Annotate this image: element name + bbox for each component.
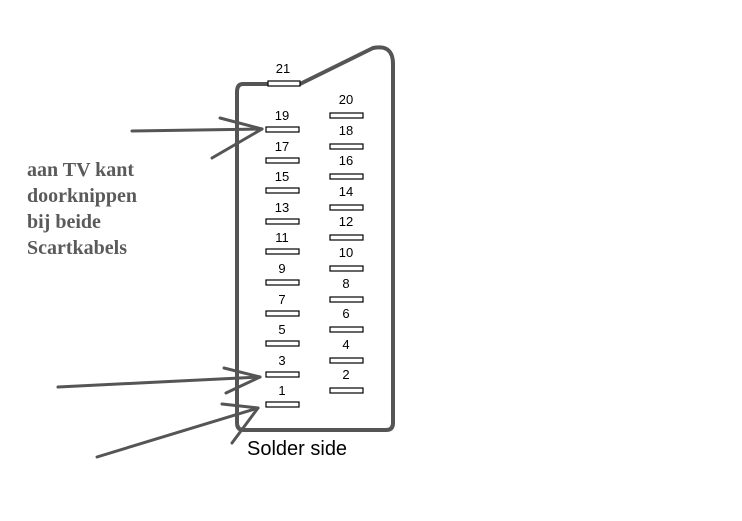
arrow-to-pin-19 xyxy=(130,116,264,160)
pin-17-slot xyxy=(265,157,300,164)
pin-20-slot xyxy=(329,112,364,119)
pin-label-13: 13 xyxy=(274,200,290,215)
pin-label-1: 1 xyxy=(278,383,286,398)
pin-label-14: 14 xyxy=(338,184,354,199)
pin-1-slot xyxy=(265,401,300,408)
pin-9-slot xyxy=(265,279,300,286)
note-line-2: doorknippen xyxy=(27,185,138,207)
pin-label-10: 10 xyxy=(338,245,354,260)
pin-label-20: 20 xyxy=(338,92,354,107)
connector-outline xyxy=(235,45,395,432)
pin-label-5: 5 xyxy=(278,322,286,337)
pin-label-18: 18 xyxy=(338,123,354,138)
pin-10-slot xyxy=(329,265,364,272)
pin-label-12: 12 xyxy=(338,214,354,229)
pin-5-slot xyxy=(265,340,300,347)
pin-16-slot xyxy=(329,173,364,180)
pin-label-3: 3 xyxy=(278,353,286,368)
pin-8-slot xyxy=(329,296,364,303)
note-line-1: aan TV kant xyxy=(27,159,135,181)
arrow-to-pin-1 xyxy=(95,402,260,459)
pin-label-9: 9 xyxy=(278,261,286,276)
pin-label-4: 4 xyxy=(342,337,350,352)
pin-6-slot xyxy=(329,326,364,333)
pin-label-16: 16 xyxy=(338,153,354,168)
pin-label-2: 2 xyxy=(342,367,350,382)
pin-label-15: 15 xyxy=(274,169,290,184)
arrow-to-pin-3 xyxy=(56,366,262,395)
pin-label-8: 8 xyxy=(342,276,350,291)
pin-18-slot xyxy=(329,143,364,150)
note-line-3: bij beide xyxy=(27,211,101,233)
pin-4-slot xyxy=(329,357,364,364)
pin-3-slot xyxy=(265,371,300,378)
pin-label-19: 19 xyxy=(274,108,290,123)
pin-11-slot xyxy=(265,248,300,255)
pin-label-11: 11 xyxy=(275,230,289,245)
pin-label-6: 6 xyxy=(342,306,350,321)
pin-19-slot xyxy=(265,126,300,133)
solder-side-label: Solder side xyxy=(247,438,348,460)
pin-13-slot xyxy=(265,218,300,225)
note-line-4: Scartkabels xyxy=(27,237,127,259)
pin-label-7: 7 xyxy=(278,292,286,307)
pin-14-slot xyxy=(329,204,364,211)
pin-7-slot xyxy=(265,310,300,317)
pin-label-17: 17 xyxy=(274,139,290,154)
pin-15-slot xyxy=(265,187,300,194)
pin-21-slot xyxy=(267,80,301,87)
pin-label-21: 21 xyxy=(275,61,291,76)
pin-2-slot xyxy=(329,387,364,394)
pin-12-slot xyxy=(329,234,364,241)
